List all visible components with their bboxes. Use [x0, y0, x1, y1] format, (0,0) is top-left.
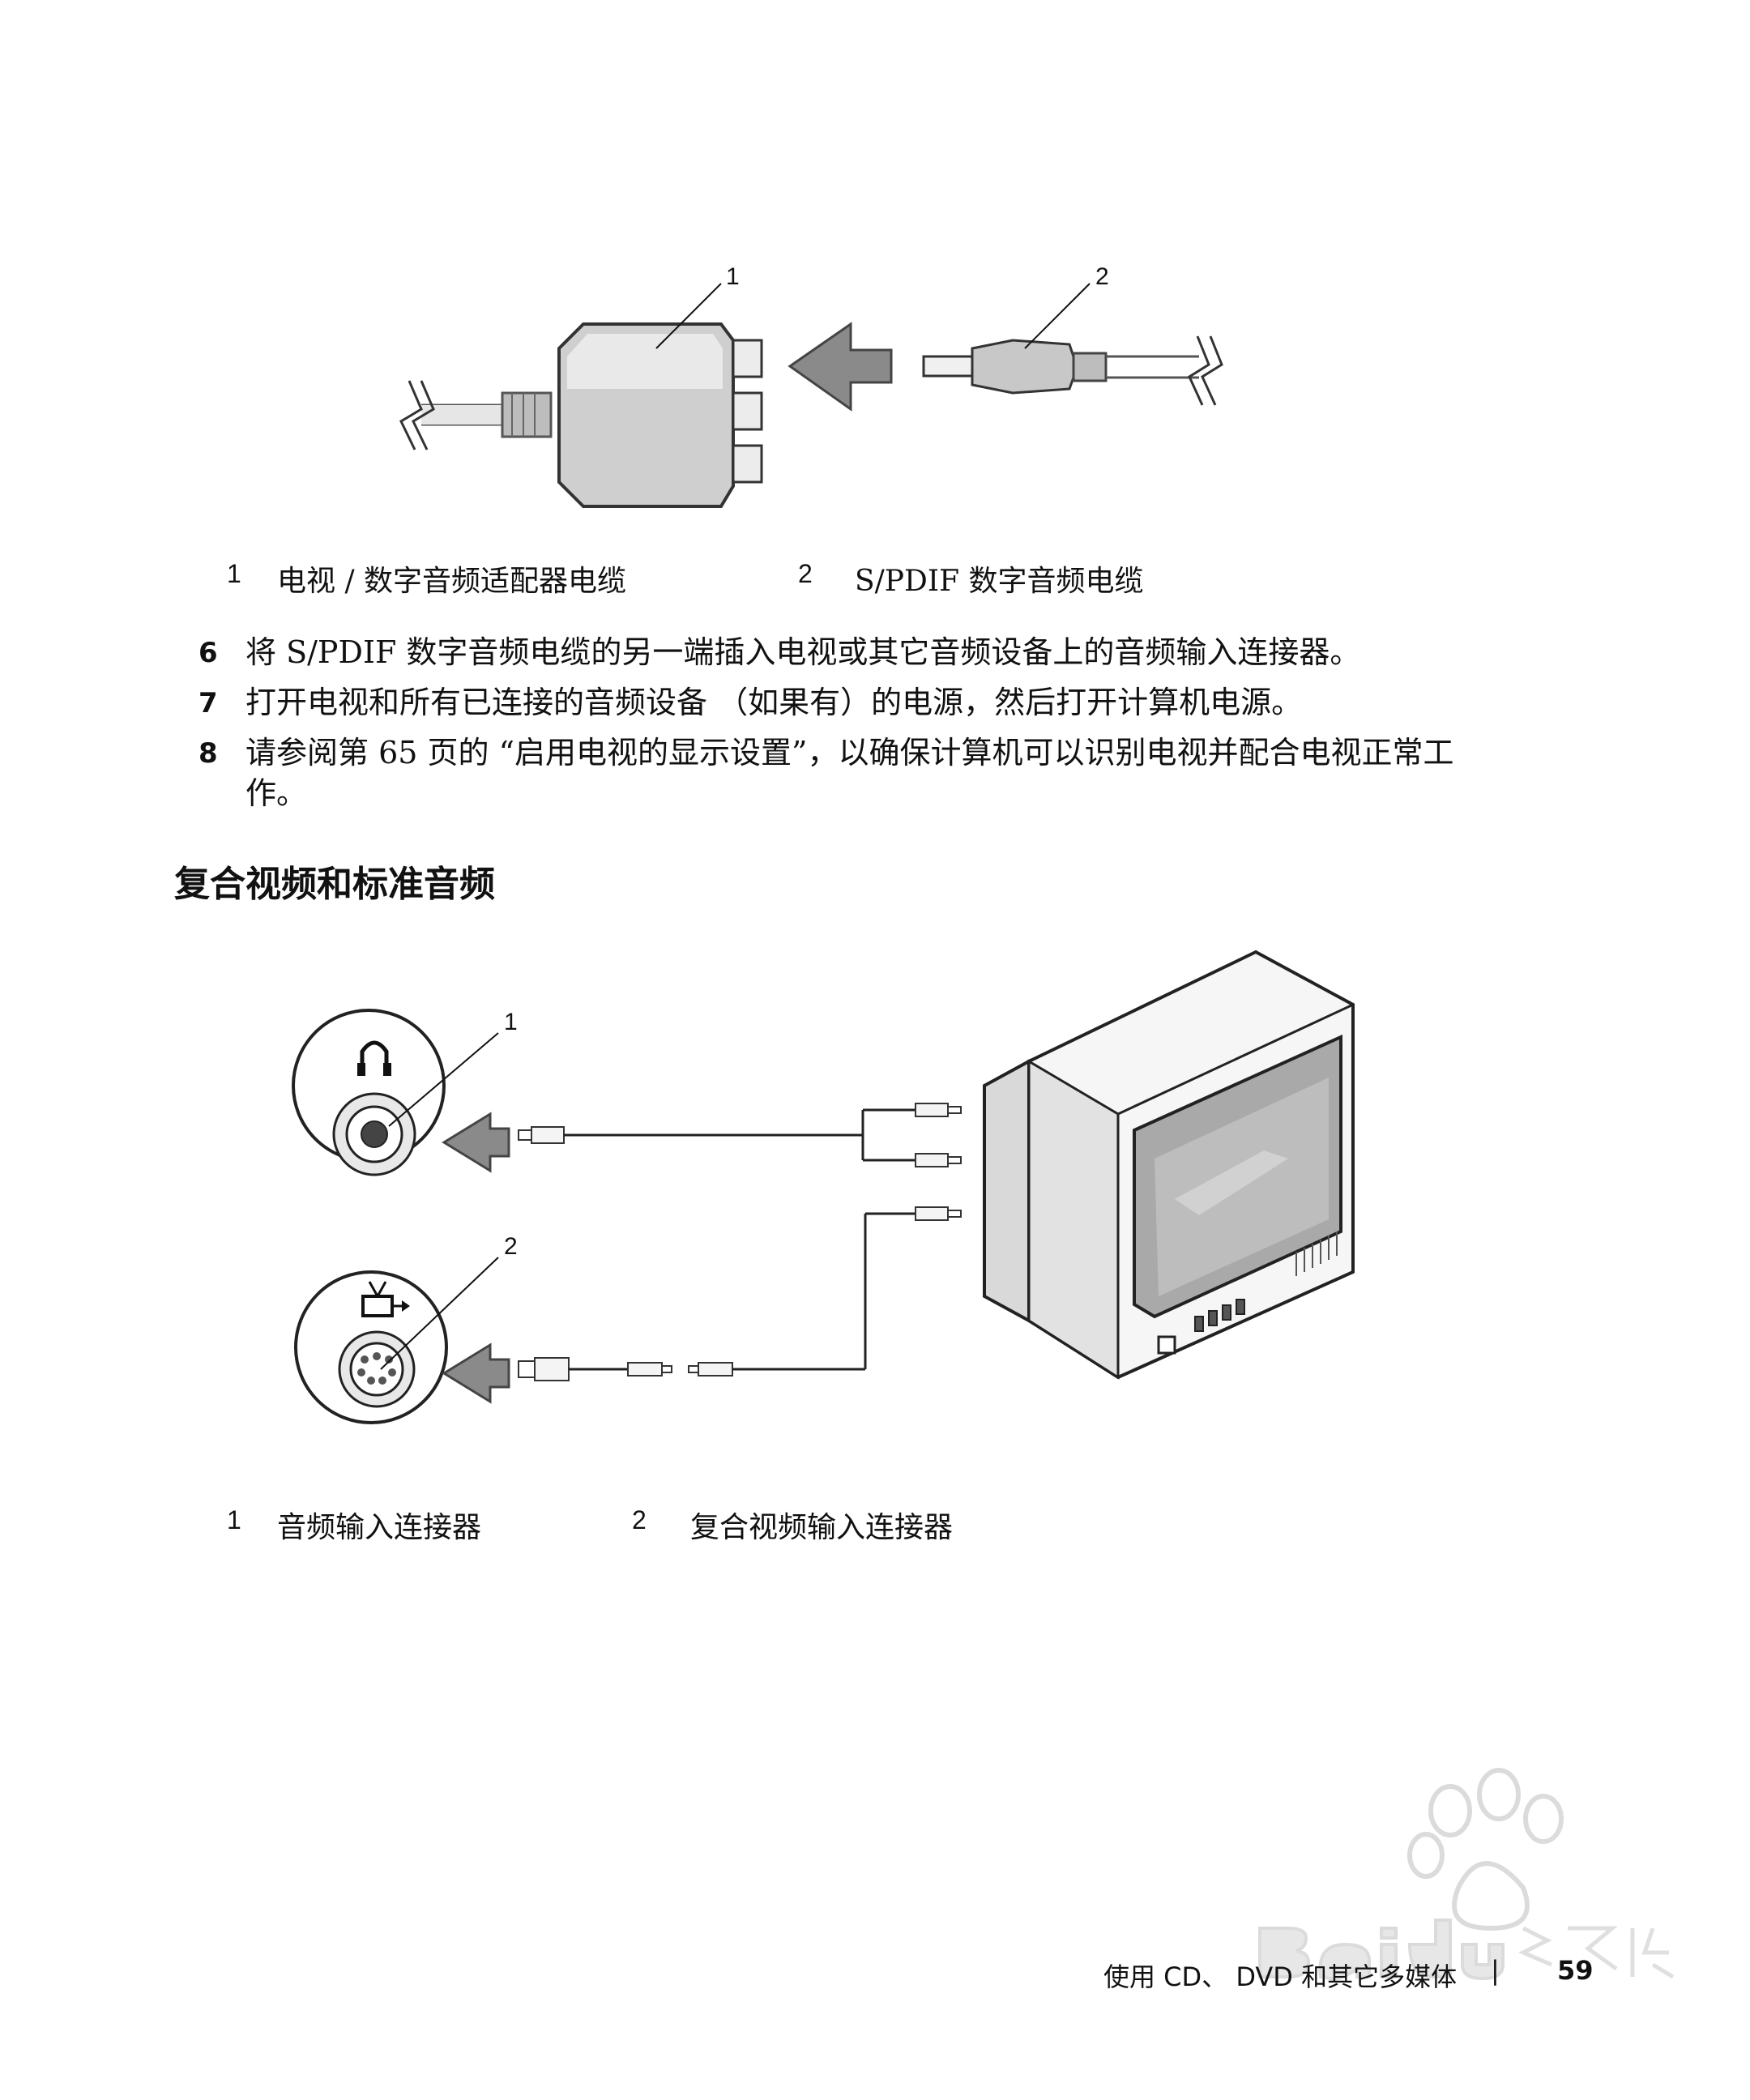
step-text-8: 请参阅第 65 页的 “启用电视的显示设置”，以确保计算机可以识别电视并配合电视… — [245, 735, 1454, 811]
figure1-legend-num-1: 1 — [227, 559, 241, 588]
figure2-callout-2: 2 — [504, 1233, 518, 1260]
figure2-legend-text-2: 复合视频输入连接器 — [690, 1511, 954, 1544]
adapter-body — [557, 322, 763, 508]
headphone-icon — [357, 1040, 391, 1076]
figure2-legend-text-1: 音频输入连接器 — [277, 1511, 482, 1544]
step-text-7: 打开电视和所有已连接的音频设备 （如果有）的电源，然后打开计算机电源。 — [245, 685, 1303, 720]
audio-insert-arrow-icon — [442, 1112, 510, 1173]
step-number-7: 7 — [198, 687, 218, 719]
figure2-legend-num-2: 2 — [632, 1505, 647, 1534]
step-text-6: 将 S/PDIF 数字音频电缆的另一端插入电视或其它音频设备上的音频输入连接器。 — [245, 634, 1361, 670]
tv-out-icon — [361, 1281, 410, 1317]
insert-arrow-icon — [788, 322, 893, 412]
audio-jack-panel — [292, 1009, 446, 1176]
figure1-legend-text-2: S/PDIF 数字音频电缆 — [855, 565, 1144, 598]
figure2-callout-1: 1 — [504, 1009, 518, 1035]
step-number-6: 6 — [198, 637, 218, 669]
footer-page-number: 59 — [1557, 1955, 1594, 1986]
figure1-callout-2: 2 — [1095, 263, 1109, 290]
figure2-legend-num-1: 1 — [227, 1505, 241, 1534]
video-insert-arrow-icon — [442, 1342, 510, 1404]
video-jack-panel — [294, 1270, 448, 1424]
footer-chapter-title: 使用 CD、 DVD 和其它多媒体 — [1103, 1961, 1458, 1992]
spdif-plug — [922, 335, 1223, 406]
figure1-legend-num-2: 2 — [798, 559, 813, 588]
callout-leader-video — [380, 1257, 499, 1370]
audio-cable — [518, 1103, 962, 1167]
adapter-cable-left — [399, 380, 553, 450]
callout-leader-audio — [388, 1032, 499, 1127]
video-cable — [518, 1206, 962, 1381]
callout-leader-1 — [655, 283, 722, 349]
television-icon — [983, 950, 1355, 1380]
section-heading: 复合视频和标准音频 — [174, 864, 495, 905]
figure1-callout-1: 1 — [726, 263, 740, 290]
callout-leader-2 — [1024, 283, 1091, 349]
step-number-8: 8 — [198, 737, 218, 770]
figure1-legend-text-1: 电视 / 数字音频适配器电缆 — [277, 565, 627, 598]
footer-separator: | — [1491, 1955, 1500, 1986]
